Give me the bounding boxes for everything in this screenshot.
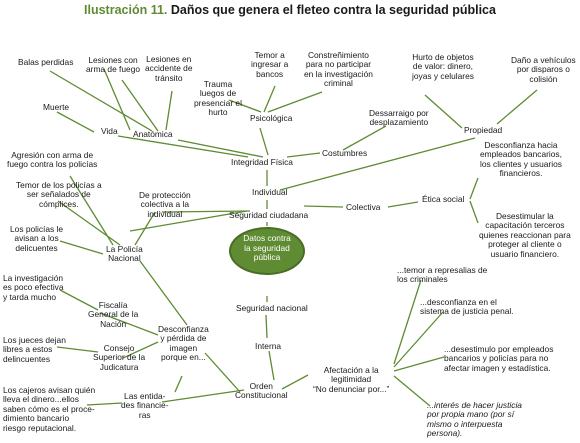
node-agresion: Agresión con arma de fuego contra los po…	[7, 150, 98, 170]
connector-line	[267, 91, 323, 113]
diagram-title: Ilustración 11. Daños que genera el flet…	[0, 3, 580, 17]
connector-line	[56, 346, 99, 353]
node-orden-constitucional: Orden Constitucional	[235, 381, 288, 401]
node-desestimular: Desestimular la capacitación terceros qu…	[479, 211, 571, 259]
connector-line	[303, 205, 344, 208]
connector-line	[103, 68, 131, 131]
node-jueces: Los jueces dejan libres a estos delincue…	[3, 335, 66, 364]
central-node-ellipse	[229, 227, 305, 275]
connector-line	[161, 389, 245, 403]
connector-line	[259, 127, 269, 156]
node-desarraigo: Dessarraigo por desplazamiento	[369, 108, 429, 128]
central-node-label: Datos contra la seguridad pública	[243, 233, 291, 263]
connector-line	[165, 90, 173, 131]
node-lesiones-arma: Lesiones con arma de fuego	[86, 55, 141, 75]
connector-line	[496, 89, 538, 125]
connector-line	[161, 210, 251, 213]
node-desconfianza-imagen: Desconfianza y pérdida de imagen porque …	[158, 324, 209, 363]
node-costumbres: Costumbres	[322, 148, 368, 158]
node-etica-social: Ética social	[422, 194, 465, 204]
connector-line	[129, 210, 248, 232]
node-policias-avisan: Los policías le avisan a los delicuentes	[10, 224, 64, 253]
node-individual: Individual	[252, 187, 288, 197]
connector-line	[49, 70, 153, 132]
connector-line	[265, 314, 268, 339]
node-constrenimiento: Constreñimiento para no participar en la…	[304, 50, 373, 89]
node-temor-represalias: ...temor a represalias de los criminales	[397, 265, 488, 285]
node-muerte: Muerte	[43, 102, 70, 112]
node-desestimulo: ...desestimulo por empleados bancarios y…	[444, 344, 554, 373]
connector-line	[424, 94, 463, 129]
connector-line	[281, 374, 309, 390]
connector-line	[86, 402, 123, 406]
figure-title-text: Daños que genera el fleteo contra la seg…	[170, 3, 496, 17]
connector-line	[469, 200, 479, 224]
node-lesiones-transito: Lesiones en accidente de tránsito	[145, 54, 193, 83]
figure-number: Ilustración 11.	[84, 3, 168, 17]
node-justicia-propia: ...interés de hacer justicia por propia …	[427, 400, 522, 439]
connector-line	[57, 200, 121, 246]
node-anatomica: Anatómica	[133, 129, 173, 139]
connector-line	[122, 341, 159, 359]
connector-line	[174, 375, 183, 393]
node-policia-nacional: La Policía Nacional	[106, 244, 143, 264]
node-temor-policias: Temor de los policías a ser señalados de…	[16, 180, 102, 209]
node-desconfianza-sistema: ...desconfianza en el sistema de justici…	[420, 297, 514, 317]
connector-line	[228, 99, 262, 113]
node-afectacion: Afectación a la legitimidad “No denuncia…	[313, 365, 390, 394]
node-propiedad: Propiedad	[464, 125, 503, 135]
connector-line	[342, 125, 387, 151]
connector-line	[59, 240, 104, 255]
connector-line	[263, 85, 276, 113]
connector-line	[56, 111, 95, 133]
node-temor-bancos: Temor a ingresar a bancos	[251, 50, 289, 79]
connector-line	[393, 279, 422, 365]
connector-line	[286, 152, 321, 158]
connector-line	[117, 135, 249, 158]
node-hurto-objetos: Hurto de objetos de valor: dinero, joyas…	[412, 52, 474, 81]
connector-line	[393, 356, 445, 372]
node-psicologica: Psicológica	[250, 113, 293, 123]
connector-line	[121, 79, 159, 132]
connector-line	[393, 375, 431, 407]
node-vida: Vida	[101, 126, 118, 136]
connector-line	[469, 177, 479, 200]
node-interna: Interna	[255, 341, 282, 351]
connector-line	[204, 352, 241, 393]
node-dano-vehiculos: Daño a vehículos por disparos o colisión	[511, 55, 576, 84]
node-integridad: Integridad Física	[231, 157, 293, 167]
connector-line	[387, 201, 419, 208]
connector-line	[393, 311, 444, 368]
node-seguridad-ciudadana: Seguridad ciudadana	[229, 210, 309, 220]
connector-line	[99, 312, 159, 336]
connector-line	[177, 139, 264, 158]
connector-line	[268, 350, 275, 381]
connector-line	[59, 289, 99, 311]
node-desconfianza-empleados: Desconfianza hacia empleados bancarios, …	[480, 140, 562, 179]
node-colectiva: Colectiva	[346, 202, 381, 212]
node-cajeros: Los cajeros avisan quién lleva el dinero…	[3, 385, 96, 433]
node-investigacion: La investigación es poco efectiva y tard…	[3, 273, 64, 302]
node-balas-perdidas: Balas perdidas	[18, 57, 74, 67]
node-consejo: Consejo Superior de la Judicatura	[93, 343, 146, 372]
node-entidades: Las entida- des financie- ras	[121, 391, 169, 420]
node-fiscalia: Fiscalía General de la Nación	[88, 300, 139, 329]
connector-line	[139, 260, 188, 326]
node-proteccion-colectiva: De protección colectiva a la individual	[139, 190, 191, 219]
node-trauma: Trauma luegos de presenciar el hurto	[194, 79, 242, 118]
connector-line	[134, 211, 156, 246]
connector-line	[69, 175, 114, 246]
connector-line	[279, 137, 476, 191]
node-seguridad-nacional: Seguridad nacional	[236, 303, 308, 313]
